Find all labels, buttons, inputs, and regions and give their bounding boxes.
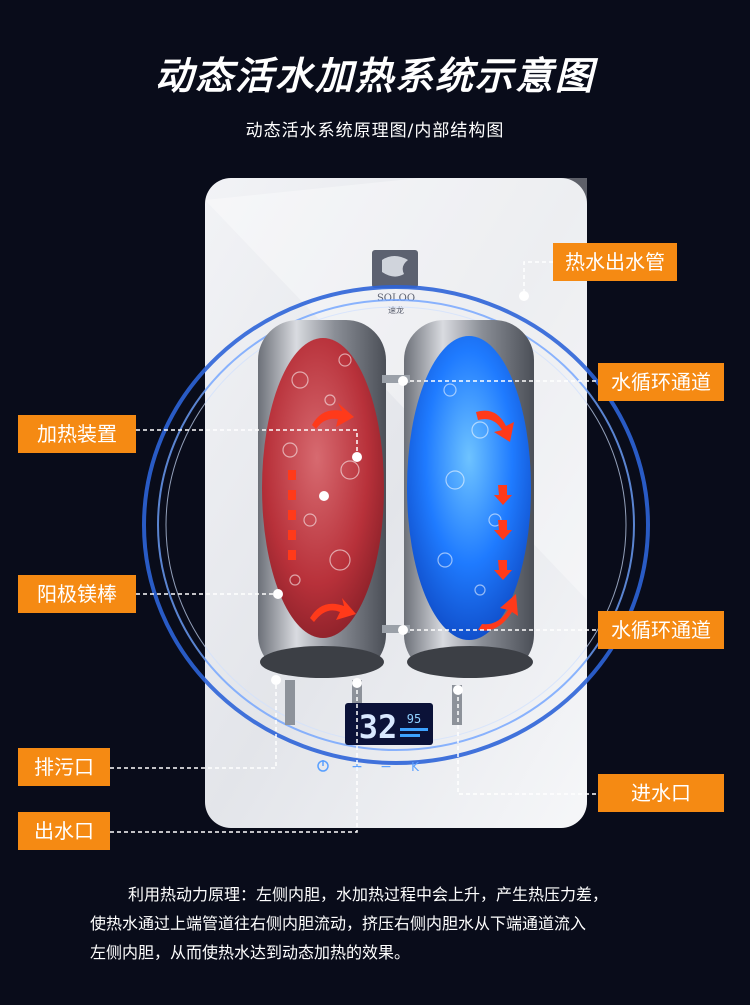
minus-icon: − xyxy=(380,759,392,775)
brand-logo-text: SOLOO xyxy=(377,293,415,304)
brand-logo-sub: 速龙 xyxy=(388,305,404,315)
description: 利用热动力原理：左侧内胆，水加热过程中会上升，产生热压力差， 使热水通过上端管道… xyxy=(60,880,700,967)
power-icon xyxy=(317,760,329,772)
label-anode-rod: 阳极镁棒 xyxy=(18,575,136,613)
left-tank-bottom xyxy=(260,646,384,678)
label-water-inlet: 进水口 xyxy=(598,774,724,812)
bubbles xyxy=(282,353,502,596)
inlet-pipe xyxy=(452,685,462,725)
bottom-channel xyxy=(382,625,410,633)
label-heating-device: 加热装置 xyxy=(18,415,136,453)
hot-water-chamber xyxy=(262,338,384,638)
mode-icon: K xyxy=(411,760,420,774)
display-small-digits: 95 xyxy=(407,712,421,726)
right-tank-bottom xyxy=(407,646,533,678)
leader-dots xyxy=(271,291,529,695)
circulation-ring-outer xyxy=(142,285,650,765)
label-hot-water-outlet: 热水出水管 xyxy=(553,243,677,281)
label-circulation-top: 水循环通道 xyxy=(598,363,724,401)
label-circulation-bottom: 水循环通道 xyxy=(598,611,724,649)
display-big-digits: 32 xyxy=(359,708,398,746)
leader-lines xyxy=(110,261,598,833)
description-line-3: 左侧内胆，从而使热水达到动态加热的效果。 xyxy=(90,943,411,962)
circulation-ring-inner xyxy=(157,299,635,751)
label-drain: 排污口 xyxy=(18,748,110,786)
drain-pipe xyxy=(285,680,295,725)
description-line-1: 利用热动力原理：左侧内胆，水加热过程中会上升，产生热压力差， xyxy=(128,885,609,904)
top-channel xyxy=(382,375,410,383)
page-title: 动态活水加热系统示意图 xyxy=(154,54,595,98)
flow-arrows xyxy=(288,403,518,631)
brand-logo xyxy=(372,250,418,288)
page-subtitle: 动态活水系统原理图/内部结构图 xyxy=(245,121,505,141)
description-line-2: 使热水通过上端管道往右侧内胆流动，挤压右侧内胆水从下端通道流入 xyxy=(90,914,587,933)
label-water-outlet: 出水口 xyxy=(18,812,110,850)
